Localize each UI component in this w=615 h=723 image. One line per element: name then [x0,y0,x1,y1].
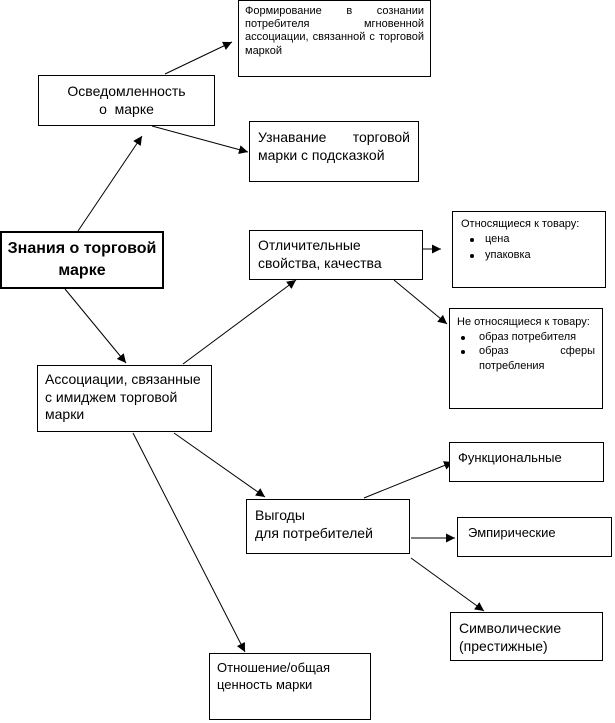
node-functional: Функциональные [449,442,604,482]
arrow-awareness-to-instant-association [164,41,233,75]
list-item: цена [461,232,597,246]
node-awareness-line-2: о марке [99,100,154,117]
arrow-distinctive-to-non-product-related [393,279,448,325]
node-experiential-label: Эмпирические [468,525,556,540]
node-product-related-title: Относящиеся к товару: [461,218,580,230]
node-benefits-line-1: Выгоды [255,507,305,523]
node-distinctive-line-1: Отличительные [258,237,361,253]
arrow-associations-to-attitude [132,432,246,653]
node-associations-label: Ассоциации, связанные с имиджем торговой… [45,371,201,422]
arrow-benefits-to-symbolic [410,557,485,612]
node-symbolic-label: Символические (престижные) [459,620,562,655]
node-attitude: Отношение/общая ценность марки [209,653,371,720]
node-awareness-line-1: Осведомленность [67,83,186,99]
node-product-related: Относящиеся к товару: цена упаковка [452,211,606,288]
node-distinctive-line-2: свойства, качества [258,255,382,272]
node-distinctive: Отличительные свойства, качества [249,230,423,280]
node-product-related-list: цена упаковка [461,232,597,262]
node-benefits: Выгоды для потребителей [246,499,410,554]
node-recognition: Узнавание торговой марки с подсказкой [249,121,419,182]
list-item: образ потребителя [457,330,595,345]
node-knowledge: Знания о торговой марке [0,231,164,289]
node-non-product-related-list: образ потребителя образ сферы потреблени… [457,330,595,374]
node-non-product-related: Не относящиеся к товару: образ потребите… [449,308,603,409]
node-recognition-label: Узнавание торговой марки с подсказкой [258,129,414,164]
arrow-associations-to-distinctive [182,279,297,365]
node-instant-association: Формирование в сознании потребителя мгно… [238,0,431,77]
list-item: упаковка [461,248,597,262]
node-experiential: Эмпирические [457,517,612,557]
node-benefits-line-2: для потребителей [255,524,373,541]
node-functional-label: Функциональные [458,450,562,465]
arrow-associations-to-benefits [173,432,266,498]
arrow-knowledge-to-associations [64,288,127,364]
node-associations: Ассоциации, связанные с имиджем торговой… [37,365,212,432]
node-symbolic: Символические (престижные) [450,612,603,661]
list-item: образ сферы потребления [457,344,595,373]
arrow-benefits-to-functional [363,461,454,499]
node-knowledge-label: Знания о торговой марке [7,240,157,279]
node-non-product-related-title: Не относящиеся к товару: [457,316,590,328]
node-instant-association-label: Формирование в сознании потребителя мгно… [245,5,424,57]
node-attitude-label: Отношение/общая ценность марки [217,660,331,692]
node-awareness: Осведомленность о марке [38,75,215,126]
arrow-awareness-to-recognition [151,125,249,154]
arrow-knowledge-to-awareness [77,135,143,232]
